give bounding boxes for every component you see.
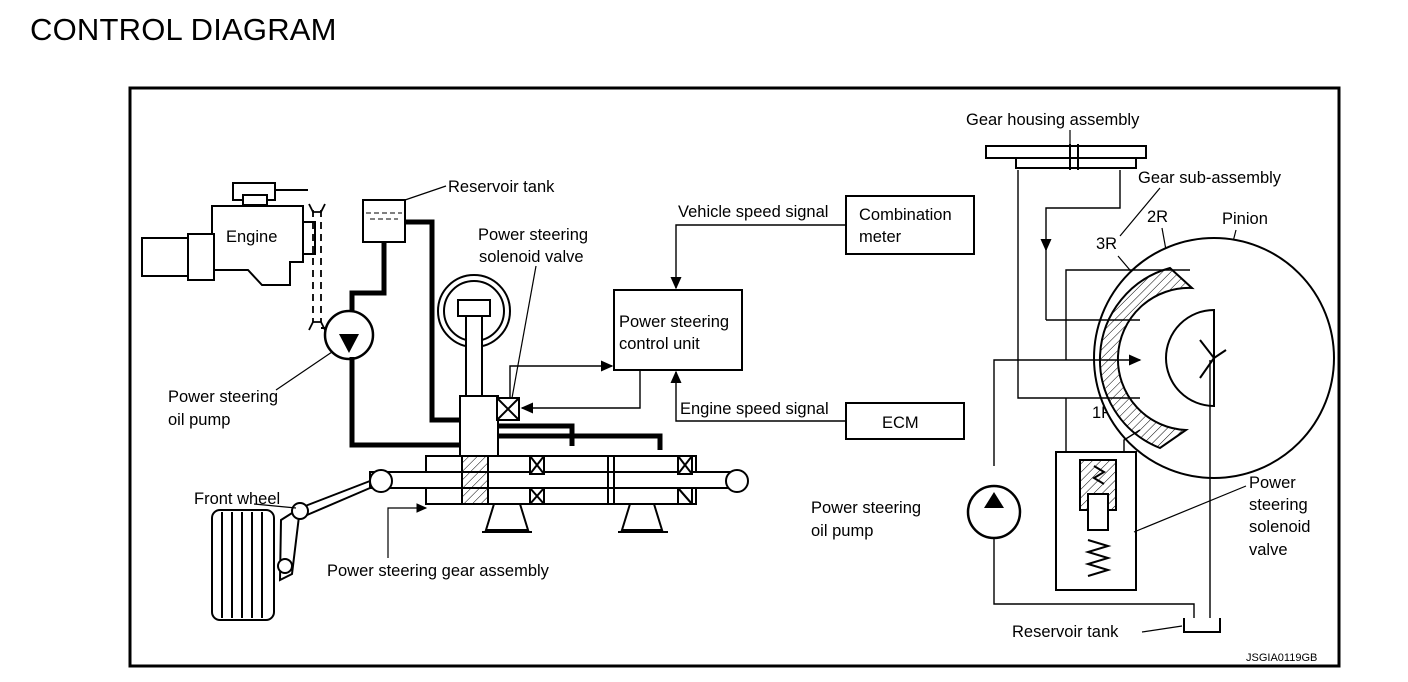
gear-housing-assembly-label: Gear housing assembly: [966, 111, 1140, 129]
oil-pump-right-icon: [966, 484, 1022, 540]
r-solenoid-label-line1: Power: [1249, 474, 1296, 492]
ps-control-unit-label-line2: control unit: [619, 335, 700, 353]
control-valve-body: [459, 395, 520, 457]
engine-illustration: [141, 182, 316, 286]
chamber-2r-label: 2R: [1147, 208, 1168, 226]
ps-control-unit-box: [613, 289, 743, 371]
combination-meter-box: [845, 195, 975, 255]
steering-gear-assembly: [369, 455, 749, 505]
r-solenoid-label-line4: valve: [1249, 541, 1288, 559]
r-ps-oil-pump-label-line2: oil pump: [811, 522, 873, 540]
reservoir-tank-left: [362, 199, 406, 243]
ecm-label: ECM: [882, 414, 919, 432]
ps-oil-pump-label-line1: Power steering: [168, 388, 278, 406]
pinion-label: Pinion: [1222, 210, 1268, 228]
combination-meter-label-line1: Combination: [859, 206, 952, 224]
engine-speed-signal-label: Engine speed signal: [680, 400, 829, 418]
r-reservoir-tank-label: Reservoir tank: [1012, 623, 1119, 641]
ps-solenoid-valve-label-line1: Power steering: [478, 226, 588, 244]
gear-housing-assembly: [985, 144, 1147, 170]
oil-pump-left-icon: [321, 309, 375, 361]
engine-label: Engine: [226, 228, 277, 246]
vehicle-speed-signal-label: Vehicle speed signal: [678, 203, 828, 221]
ps-solenoid-valve-label-line2: solenoid valve: [479, 248, 584, 266]
r-solenoid-label-line3: solenoid: [1249, 518, 1310, 536]
solenoid-valve-right-icon: [1055, 451, 1137, 591]
ps-oil-pump-label-line2: oil pump: [168, 411, 230, 429]
chamber-3r-label: 3R: [1096, 235, 1117, 253]
r-solenoid-label-line2: steering: [1249, 496, 1308, 514]
page-title: CONTROL DIAGRAM: [30, 12, 337, 47]
reservoir-tank-label: Reservoir tank: [448, 178, 555, 196]
mount-brackets: [482, 503, 668, 533]
reservoir-tank-right: [1183, 618, 1221, 633]
front-wheel-icon: [211, 480, 371, 621]
steering-wheel-icon: [437, 274, 511, 397]
oil-lines-left: [349, 219, 663, 450]
ps-control-unit-label-line1: Power steering: [619, 313, 729, 331]
ps-gear-assembly-label: Power steering gear assembly: [327, 562, 550, 580]
signal-lines: [509, 224, 846, 422]
r-ps-oil-pump-label-line1: Power steering: [811, 499, 921, 517]
front-wheel-label: Front wheel: [194, 490, 280, 508]
diagram-frame: [128, 86, 1341, 668]
figure-code: JSGIA0119GB: [1246, 652, 1317, 664]
rotary-valve-icon: [1093, 237, 1335, 479]
drive-belt: [308, 203, 326, 331]
gear-sub-assembly-label: Gear sub-assembly: [1138, 169, 1282, 187]
combination-meter-label-line2: meter: [859, 228, 902, 246]
